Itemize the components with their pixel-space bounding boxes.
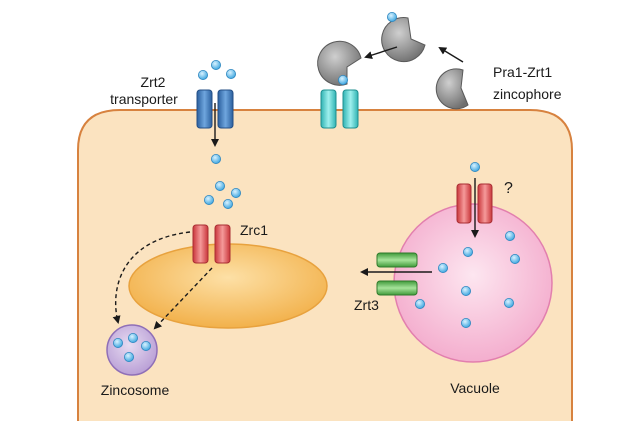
zinc-ion-icon	[460, 317, 471, 328]
zincosome	[106, 324, 158, 376]
pra1-zrt1-transporter-icon	[320, 89, 359, 129]
zinc-ion-icon	[503, 297, 514, 308]
pra1-zrt1-label: Pra1-Zrt1	[493, 64, 552, 80]
zinc-ion-icon	[127, 332, 138, 343]
zinc-ion-icon	[210, 60, 221, 71]
arrow-icon	[112, 46, 479, 330]
zrt3-transporter-icon	[376, 252, 418, 296]
vacuole	[393, 203, 553, 363]
zinc-ion-icon	[509, 253, 520, 264]
zinc-ion-group	[113, 11, 520, 362]
zinc-ion-icon	[225, 69, 236, 80]
zinc-ion-icon	[222, 198, 233, 209]
zinc-ion-icon	[469, 161, 480, 172]
zinc-ion-icon	[113, 337, 124, 348]
zincosome-label: Zincosome	[101, 382, 170, 398]
zinc-ion-icon	[203, 194, 214, 205]
zrc1-transporter-icon	[192, 224, 231, 264]
zinc-ion-icon	[124, 351, 135, 362]
zinc-ion-icon	[386, 11, 397, 22]
zinc-ion-icon	[230, 187, 241, 198]
question-mark-label: ?	[504, 180, 513, 197]
zrc1-label: Zrc1	[240, 222, 268, 238]
zinc-ion-icon	[462, 246, 473, 257]
zinc-ion-icon	[214, 180, 225, 191]
zrt2-transporter-icon	[196, 89, 234, 129]
zinc-ion-icon	[437, 262, 448, 273]
zinc-ion-icon	[504, 230, 515, 241]
vacuole-label: Vacuole	[450, 380, 500, 396]
zinc-ion-icon	[460, 285, 471, 296]
zinc-ion-icon	[140, 340, 151, 351]
zrt3-label: Zrt3	[354, 297, 379, 313]
zincophore-label: zincophore	[493, 86, 562, 102]
zrt2-label: Zrt2	[141, 74, 166, 90]
zincophore-pacman-icon	[317, 17, 469, 110]
vacuolar-importer-icon	[456, 183, 493, 224]
transporter-label: transporter	[110, 91, 178, 107]
zinc-ion-icon	[414, 298, 425, 309]
zinc-ion-icon	[337, 75, 348, 86]
zinc-ion-icon	[197, 70, 208, 81]
zinc-ion-icon	[210, 153, 221, 164]
